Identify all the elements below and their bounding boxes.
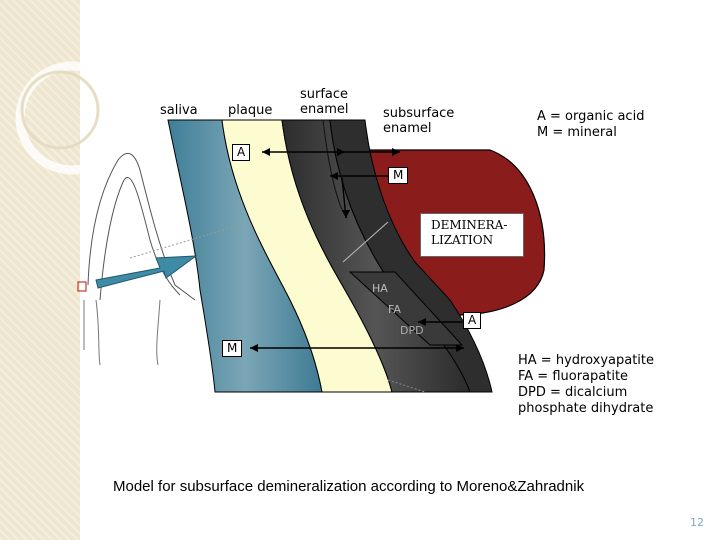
- subsurface-enamel-label: subsurface enamel: [383, 106, 454, 136]
- plaque-label: plaque: [228, 103, 273, 118]
- surface-enamel-label-line2: enamel: [300, 102, 349, 117]
- surface-enamel-label: surface enamel: [300, 87, 348, 117]
- mineral-label-bottom: M: [222, 340, 243, 357]
- page-number: 12: [690, 516, 704, 529]
- ha-fa-dpd-zone: [348, 271, 464, 346]
- tooth-outline-lower: [83, 299, 161, 366]
- surface-enamel-label-line1: surface: [300, 87, 349, 102]
- demineralization-line1: DEMINERA-: [431, 218, 508, 232]
- fa-label: FA: [388, 303, 401, 316]
- lesion-marker: [77, 281, 87, 292]
- subsurface-enamel-layer: [329, 119, 493, 393]
- slide-caption: Model for subsurface demineralization ac…: [113, 478, 585, 495]
- mineral-label-top: M: [388, 167, 409, 184]
- legend-dpd: DPD = dicalcium: [518, 385, 628, 400]
- legend-mineral: M = mineral: [537, 125, 617, 140]
- acid-label-bottom: A: [463, 312, 482, 329]
- demineralization-line2: LIZATION: [431, 233, 494, 247]
- dashed-connector-upper: [129, 224, 241, 259]
- decorative-sidebar: [0, 0, 80, 540]
- legend-dpd-cont: phosphate dihydrate: [518, 401, 654, 416]
- saliva-label: saliva: [160, 103, 198, 118]
- subsurface-enamel-label-line1: subsurface: [383, 106, 455, 121]
- legend-bottom: HA = hydroxyapatite FA = fluorapatite DP…: [518, 353, 654, 417]
- legend-ha: HA = hydroxyapatite: [518, 353, 654, 368]
- legend-fa: FA = fluorapatite: [518, 369, 629, 384]
- subsurface-enamel-label-line2: enamel: [383, 121, 432, 136]
- demineralization-label: DEMINERA- LIZATION: [420, 213, 524, 257]
- dpd-label: DPD: [400, 324, 424, 337]
- acid-label-top: A: [232, 144, 251, 161]
- decorative-circles: [15, 61, 129, 175]
- legend-top: A = organic acid M = mineral: [537, 109, 644, 141]
- dashed-connector-lesion: [342, 221, 389, 263]
- dashed-connector-lower: [387, 379, 426, 393]
- pointer-arrow: [95, 255, 198, 289]
- tooth-outline: [87, 152, 196, 301]
- legend-acid: A = organic acid: [537, 109, 645, 124]
- ha-label: HA: [372, 282, 388, 295]
